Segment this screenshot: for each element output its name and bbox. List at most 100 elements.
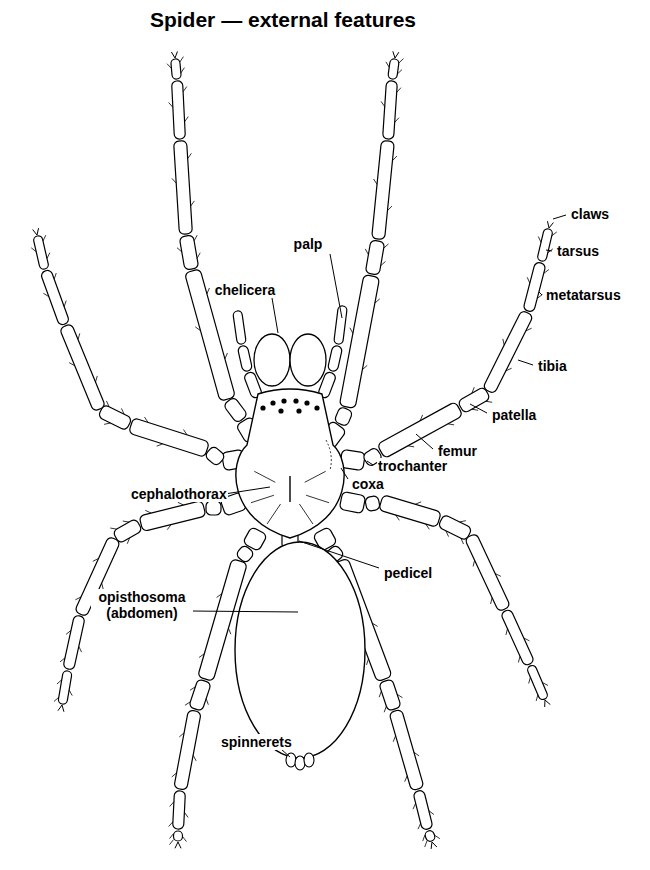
leg-hair	[194, 235, 197, 241]
diagram-title: Spider — external features	[150, 8, 416, 32]
leg-hair	[542, 682, 548, 685]
claw	[395, 52, 399, 58]
leg-hair	[179, 733, 184, 737]
leg-hair	[172, 773, 177, 777]
leg-hair	[414, 752, 419, 756]
leg-hair	[527, 277, 530, 283]
leg-segment	[174, 831, 183, 841]
spinneret-shape	[295, 756, 305, 770]
leg-hair	[183, 837, 187, 842]
claw	[171, 52, 175, 58]
leg-hair	[446, 531, 449, 537]
claw	[178, 842, 181, 848]
leg-hair	[228, 628, 230, 634]
leg-segment	[379, 495, 442, 528]
claw	[432, 842, 437, 847]
leg-segment	[223, 397, 248, 424]
leader-line	[299, 541, 379, 568]
leg-segment	[483, 310, 534, 394]
leg-segment	[139, 500, 206, 531]
leg-hair	[397, 70, 402, 74]
leg-segment	[189, 679, 212, 712]
eye	[293, 398, 298, 403]
leg-segment	[537, 228, 553, 262]
claw	[545, 700, 550, 705]
leg-segment	[339, 275, 379, 409]
abdomen-shape	[235, 542, 365, 758]
leg-segment	[174, 141, 193, 235]
eye	[296, 408, 301, 413]
leg-segment	[174, 710, 201, 790]
leg-hair	[184, 812, 188, 817]
leg-hair	[418, 823, 421, 829]
leg-segment	[526, 664, 548, 701]
leg-hair	[399, 59, 404, 63]
leg-hair	[43, 235, 46, 241]
leg-hair	[460, 521, 466, 522]
leg-hair	[413, 803, 416, 809]
leg-hair	[365, 249, 368, 255]
leader-line	[416, 434, 433, 449]
leg-hair	[79, 646, 82, 652]
thorax-groove	[251, 495, 274, 503]
leg-hair	[395, 118, 399, 123]
leg-hair	[69, 363, 75, 366]
part-label: pedicel	[383, 565, 433, 581]
leg-hair	[170, 802, 174, 807]
part-label: opisthosoma (abdomen)	[91, 589, 193, 621]
leg-hair	[379, 691, 381, 697]
leg-hair	[372, 623, 378, 626]
leg-hair	[69, 690, 72, 696]
leg-hair	[393, 736, 395, 742]
leg-segment	[339, 491, 366, 513]
leg-hair	[506, 629, 508, 635]
leg-segment	[334, 406, 353, 426]
chelicera-shape	[290, 334, 326, 386]
leg-hair	[106, 401, 109, 407]
leg-hair	[350, 328, 353, 334]
leader-line	[367, 461, 373, 465]
leg-segment	[172, 81, 186, 140]
leg-hair	[47, 253, 50, 259]
leg-hair	[552, 232, 557, 236]
leg-hair	[473, 560, 475, 566]
leg-segment	[63, 615, 85, 670]
leg-hair	[392, 156, 396, 161]
leg-hair	[397, 88, 401, 93]
leg-segment	[500, 609, 534, 667]
leader-line	[272, 298, 278, 333]
leg-segment	[457, 386, 490, 413]
leg-hair	[381, 261, 386, 265]
leg-hair	[225, 353, 228, 359]
cephalothorax-shape	[236, 389, 344, 538]
leg-hair	[96, 376, 98, 382]
claw	[33, 230, 37, 235]
leg-hair	[386, 62, 389, 67]
leg-hair	[190, 687, 195, 690]
leg-hair	[429, 811, 434, 815]
leg-hair	[197, 253, 200, 259]
leg-hair	[78, 333, 80, 339]
leg-hair	[195, 327, 200, 331]
part-label: spinnerets	[220, 734, 293, 750]
leg-segment	[59, 323, 105, 411]
leg-segment	[233, 310, 247, 344]
part-label: trochanter	[377, 458, 448, 474]
leg-hair	[170, 840, 174, 845]
leader-lines	[190, 215, 566, 757]
leg-hair	[145, 417, 149, 422]
leg-hair	[384, 244, 389, 248]
leg-segment	[413, 790, 433, 831]
claw	[431, 842, 433, 849]
claw	[393, 51, 395, 58]
leg-hair	[207, 288, 210, 294]
leg-hair	[448, 424, 454, 425]
eye	[260, 405, 265, 410]
legs	[31, 51, 557, 849]
leg-segment	[173, 791, 186, 830]
leg-hair	[172, 178, 176, 183]
leg-hair	[495, 574, 501, 577]
leg-hair	[66, 630, 71, 634]
leg-hair	[434, 835, 439, 838]
leg-segment	[98, 404, 132, 431]
